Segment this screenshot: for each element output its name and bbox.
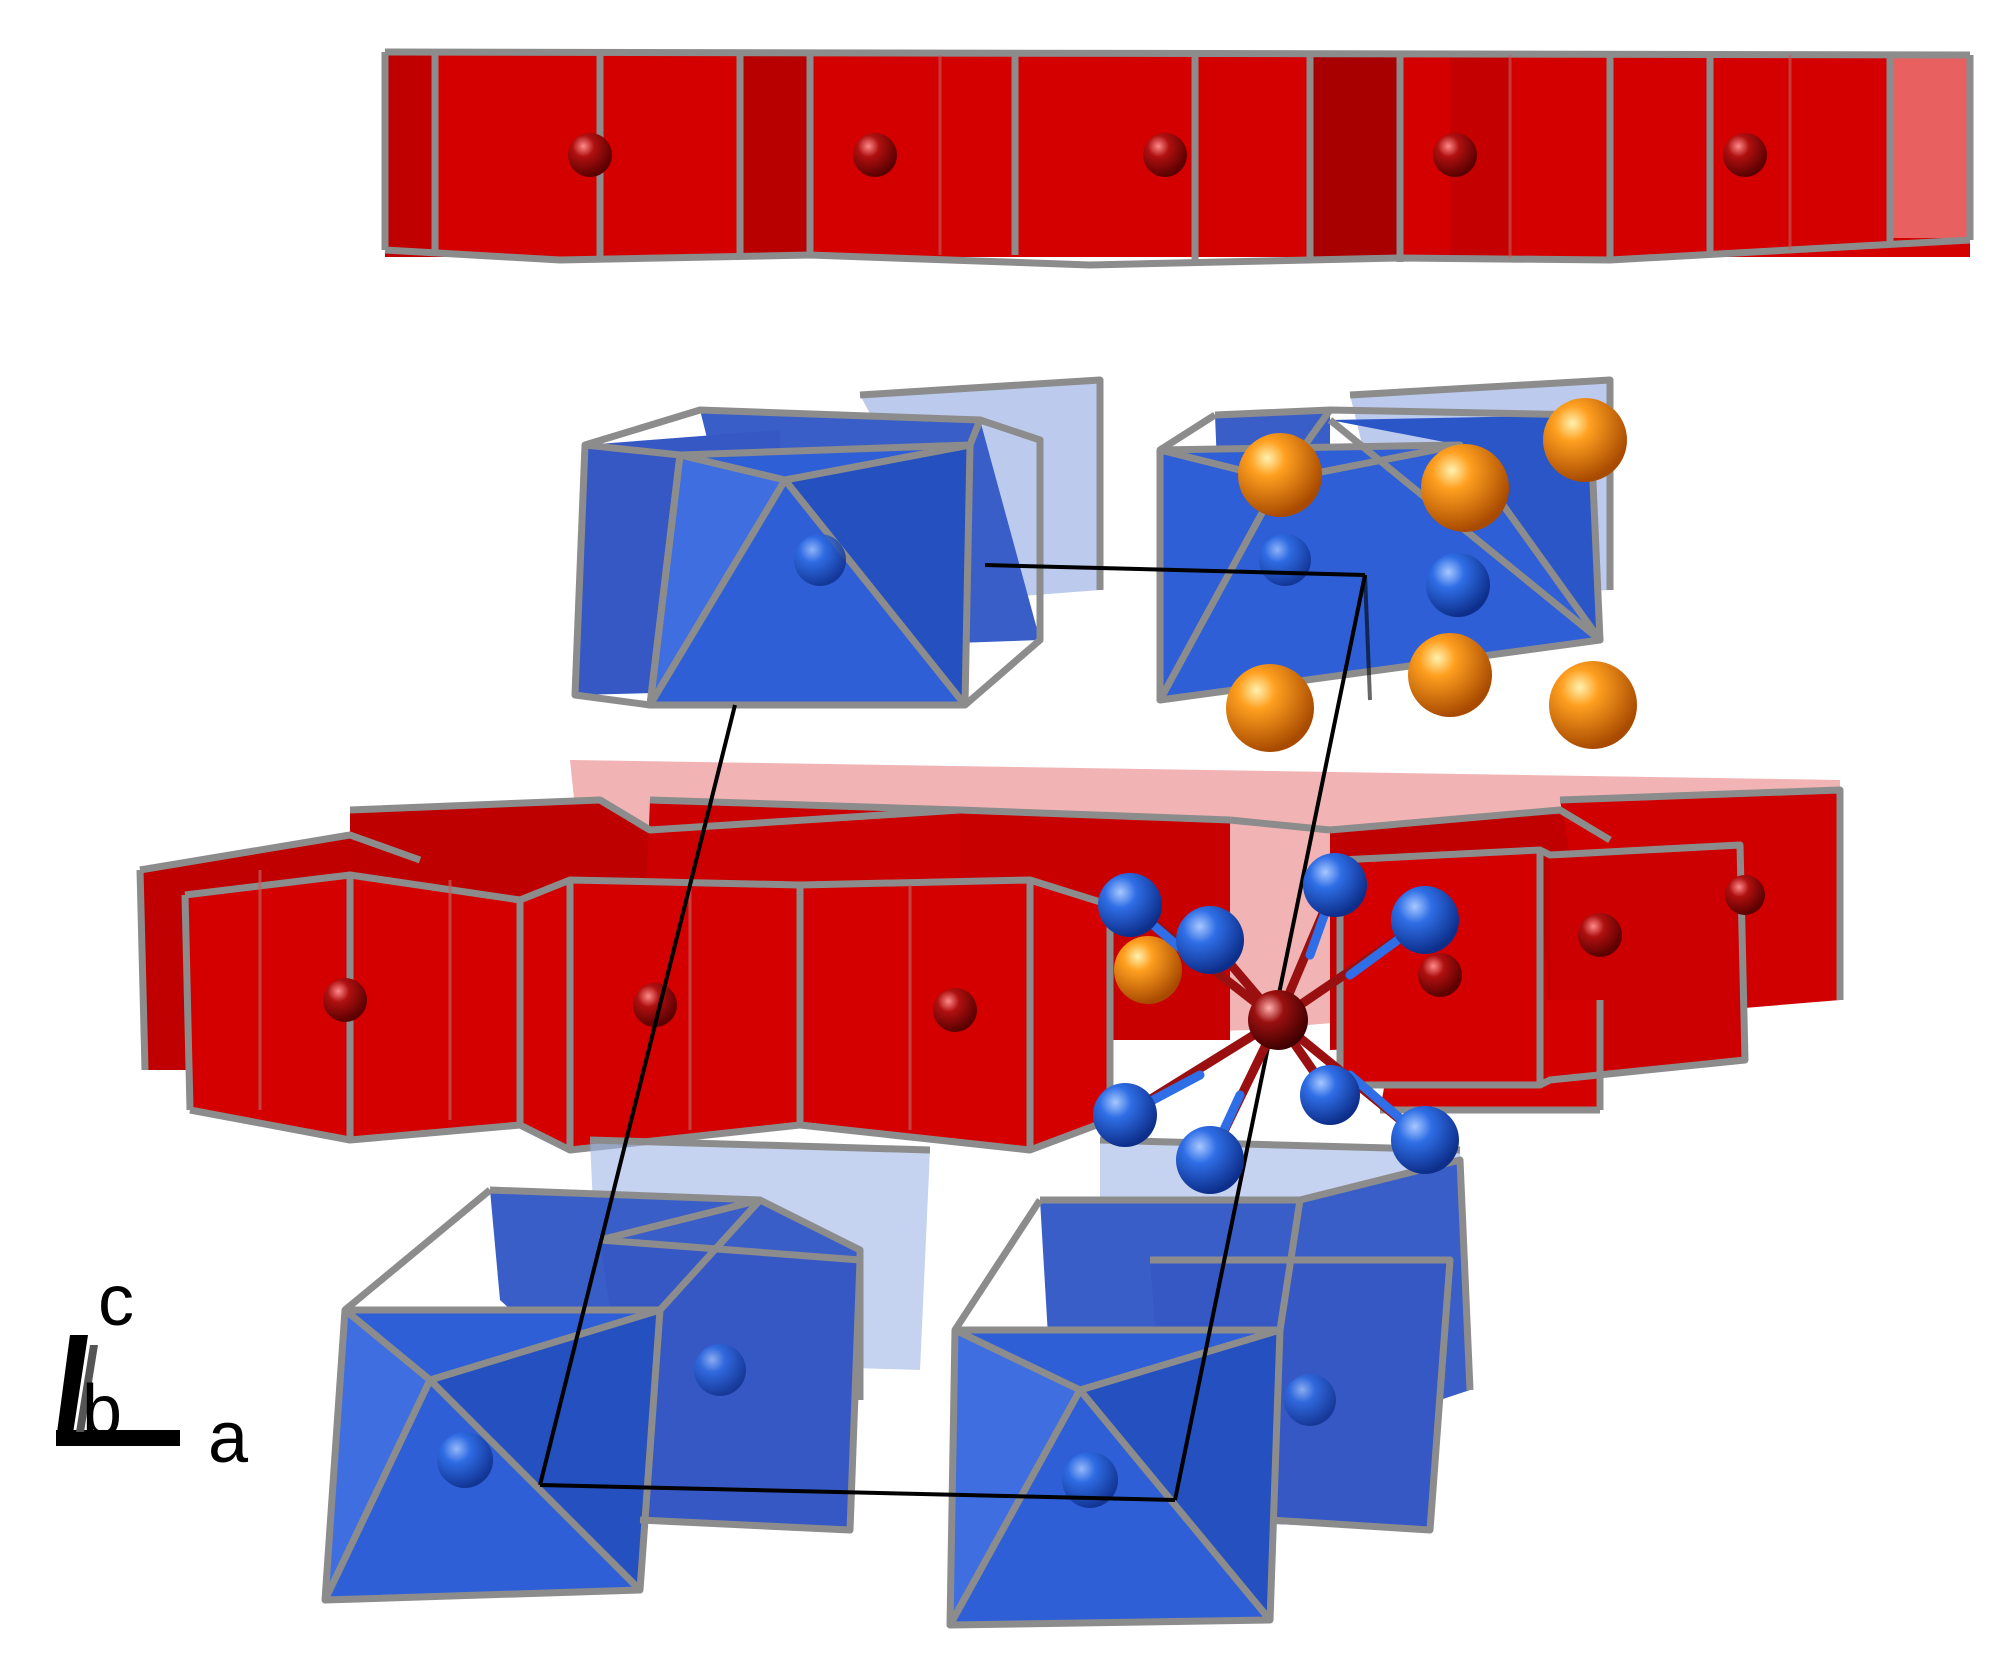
- prism-center-atom: [323, 978, 367, 1022]
- prism-center-atom: [853, 133, 897, 177]
- axis-label-c: c: [98, 1261, 134, 1341]
- orange-atom: [1408, 633, 1492, 717]
- prism-center-atom: [633, 983, 677, 1027]
- orange-atom: [1114, 936, 1182, 1004]
- prism-center-atom: [1418, 953, 1462, 997]
- prism-center-atom: [933, 988, 977, 1032]
- central-atom: [1248, 990, 1308, 1050]
- blue-atom: [1176, 1126, 1244, 1194]
- prism-center-atom: [1578, 913, 1622, 957]
- blue-atom: [1391, 886, 1459, 954]
- orange-atom: [1226, 664, 1314, 752]
- orange-atom: [1543, 398, 1627, 482]
- axis-label-b: b: [82, 1371, 122, 1451]
- lower-octahedra-left: [321, 1136, 931, 1604]
- orange-atom: [1549, 661, 1637, 749]
- upper-octahedra-left: [571, 376, 1104, 709]
- blue-atom: [1098, 873, 1162, 937]
- prism-center-atom: [1143, 133, 1187, 177]
- prism-center-atom: [568, 133, 612, 177]
- prism-center-atom: [1725, 875, 1765, 915]
- unit-cell-outline: [538, 563, 1372, 1502]
- orange-atom: [1421, 444, 1509, 532]
- blue-atom: [1426, 553, 1490, 617]
- axis-indicator: c b a: [56, 1261, 249, 1478]
- prism-center-atom: [1433, 133, 1477, 177]
- axis-label-a: a: [208, 1398, 249, 1478]
- blue-atom: [1093, 1083, 1157, 1147]
- lower-octahedra-right: [946, 1136, 1474, 1629]
- blue-atom: [1391, 1106, 1459, 1174]
- prism-center-atom: [1723, 133, 1767, 177]
- blue-atom: [1303, 853, 1367, 917]
- ligand-atoms: [1093, 553, 1490, 1194]
- middle-prism-layer: [136, 760, 1844, 1154]
- blue-atom: [1176, 906, 1244, 974]
- top-prism-layer: [381, 48, 1974, 269]
- upper-octahedra-right: [1156, 376, 1614, 704]
- orange-atoms: [1114, 398, 1637, 1004]
- blue-atom: [1300, 1065, 1360, 1125]
- orange-atom: [1238, 433, 1322, 517]
